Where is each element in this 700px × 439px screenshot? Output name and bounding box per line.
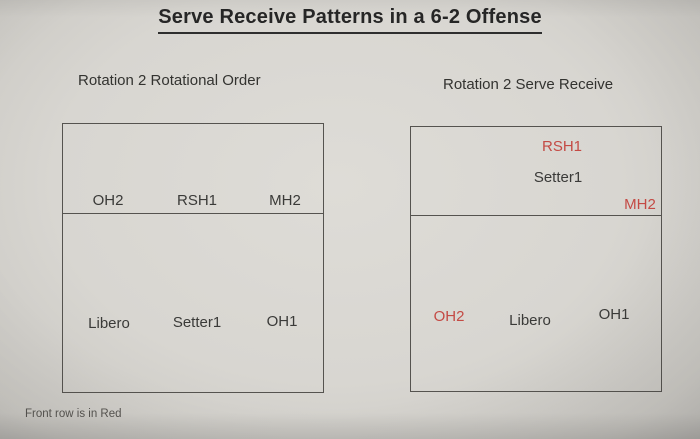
player-label: MH2 — [269, 192, 301, 209]
player-label: Setter1 — [172, 314, 222, 331]
player-label: Setter1 — [533, 169, 583, 186]
player-label: RSH1 — [176, 192, 218, 209]
right-court-heading: Rotation 2 Serve Receive — [443, 76, 614, 93]
player-label: MH2 — [624, 196, 656, 213]
attack-line-divider — [411, 215, 661, 216]
page-title: Serve Receive Patterns in a 6-2 Offense — [0, 6, 700, 34]
player-label: Libero — [509, 312, 551, 329]
serve-receive-court: RSH1 Setter1 MH2 OH2 Libero OH1 — [410, 126, 662, 392]
footer-note: Front row is in Red — [25, 408, 122, 420]
player-label: Libero — [88, 315, 130, 332]
player-label: OH1 — [266, 313, 298, 330]
player-label: RSH1 — [541, 138, 583, 155]
left-court-heading: Rotation 2 Rotational Order — [78, 72, 261, 89]
player-label: OH2 — [433, 308, 465, 325]
rotational-order-court: OH2 RSH1 MH2 Libero Setter1 OH1 — [62, 123, 324, 393]
page-title-text: Serve Receive Patterns in a 6-2 Offense — [158, 6, 542, 34]
attack-line-divider — [63, 213, 323, 214]
player-label: OH1 — [598, 306, 630, 323]
player-label: OH2 — [92, 192, 124, 209]
